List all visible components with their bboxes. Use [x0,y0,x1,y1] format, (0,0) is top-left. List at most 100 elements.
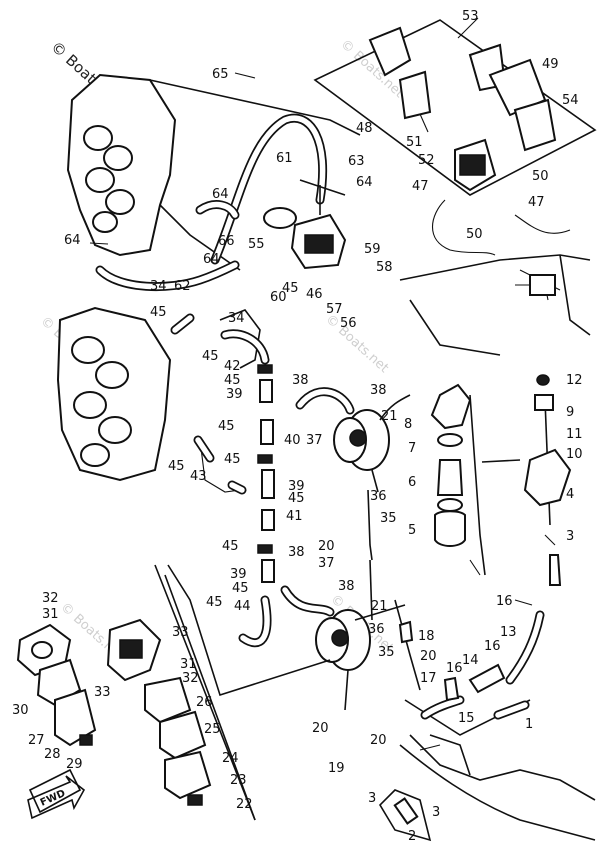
fuel-joint [263,179,347,270]
callout-22: 22 [236,797,253,812]
callout-13: 13 [500,625,517,640]
callout-8: 8 [404,417,412,432]
callout-38c: 38 [288,545,305,560]
callout-45g: 45 [288,491,305,506]
callout-21b: 21 [371,599,388,614]
callout-20b: 20 [420,649,437,664]
callout-30: 30 [12,703,29,718]
callout-2: 2 [408,829,416,844]
callout-19: 19 [328,761,345,776]
callout-32b: 32 [182,671,199,686]
hoses-left [170,313,272,648]
callout-18: 18 [418,629,435,644]
callout-10: 10 [566,447,583,462]
callout-35a: 35 [380,511,397,526]
callout-20a: 20 [318,539,335,554]
callout-15: 15 [458,711,475,726]
callout-32a: 32 [42,591,59,606]
callout-46: 46 [306,287,323,302]
callout-66: 66 [218,234,235,249]
callout-65: 65 [212,67,229,82]
callout-45i: 45 [232,581,249,596]
callout-64a: 64 [212,187,229,202]
callout-47a: 47 [412,179,429,194]
cylinder-block-upper [66,73,361,271]
hose-loop [95,113,328,291]
callout-49: 49 [542,57,559,72]
callout-34b: 34 [228,311,245,326]
callout-9: 9 [566,405,574,420]
callout-61: 61 [276,151,293,166]
callout-64d: 64 [356,175,373,190]
callout-7: 7 [408,441,416,456]
callout-3c: 3 [432,805,440,820]
hull-lower-right [378,734,596,842]
leader-lines [89,17,556,606]
callout-36a: 36 [370,489,387,504]
callout-48: 48 [356,121,373,136]
callout-17: 17 [420,671,437,686]
callout-6: 6 [408,475,416,490]
callout-33b: 33 [94,685,111,700]
fuel-pump-upper [295,387,411,493]
callout-29: 29 [66,757,83,772]
callout-39a: 39 [226,387,243,402]
callout-39b: 39 [288,479,305,494]
callout-3b: 3 [368,791,376,806]
callout-59: 59 [364,242,381,257]
callout-62: 62 [174,279,191,294]
callout-45c: 45 [224,373,241,388]
fitting-column [199,309,275,583]
callout-28: 28 [44,747,61,762]
callout-44: 44 [234,599,251,614]
callout-numbers: 1 2 3 3 3 4 5 6 7 8 9 10 11 12 13 14 15 … [12,9,583,844]
watermark-faint-3: © Boats.net [322,312,391,376]
callout-53: 53 [462,9,479,24]
callout-45f: 45 [224,452,241,467]
callout-4: 4 [566,487,574,502]
callout-27: 27 [28,733,45,748]
callout-33a: 33 [172,625,189,640]
hoses-lower-right [398,554,562,720]
callout-41: 41 [286,509,303,524]
callout-64b: 64 [64,233,81,248]
callout-50b: 50 [466,227,483,242]
callout-39c: 39 [230,567,247,582]
callout-55: 55 [248,237,265,252]
callout-45h: 45 [222,539,239,554]
callout-38a: 38 [292,373,309,388]
callout-23: 23 [230,773,247,788]
callout-20d: 20 [370,733,387,748]
callout-37a: 37 [306,433,323,448]
callout-21a: 21 [381,409,398,424]
callout-26: 26 [196,695,213,710]
callout-12: 12 [566,373,583,388]
callout-34a: 34 [150,279,167,294]
callout-45e: 45 [168,459,185,474]
callout-58: 58 [376,260,393,275]
callout-40: 40 [284,433,301,448]
callout-24: 24 [222,751,239,766]
callout-45k: 45 [282,281,299,296]
callout-37b: 37 [318,556,335,571]
callout-56: 56 [340,316,357,331]
callout-43: 43 [190,469,207,484]
pump-detail-left [16,564,256,821]
callout-42: 42 [224,359,241,374]
callout-57: 57 [326,302,343,317]
callout-31a: 31 [42,607,59,622]
callout-35b: 35 [378,645,395,660]
callout-1: 1 [525,717,533,732]
callout-54: 54 [562,93,579,108]
callout-11: 11 [566,427,583,442]
callout-3a: 3 [566,529,574,544]
callout-14: 14 [462,653,479,668]
callout-45b: 45 [202,349,219,364]
callout-52: 52 [418,153,435,168]
fuel-filter-assembly [430,274,572,547]
callout-45j: 45 [206,595,223,610]
callout-38d: 38 [338,579,355,594]
callout-60: 60 [270,290,287,305]
callout-25: 25 [204,722,221,737]
